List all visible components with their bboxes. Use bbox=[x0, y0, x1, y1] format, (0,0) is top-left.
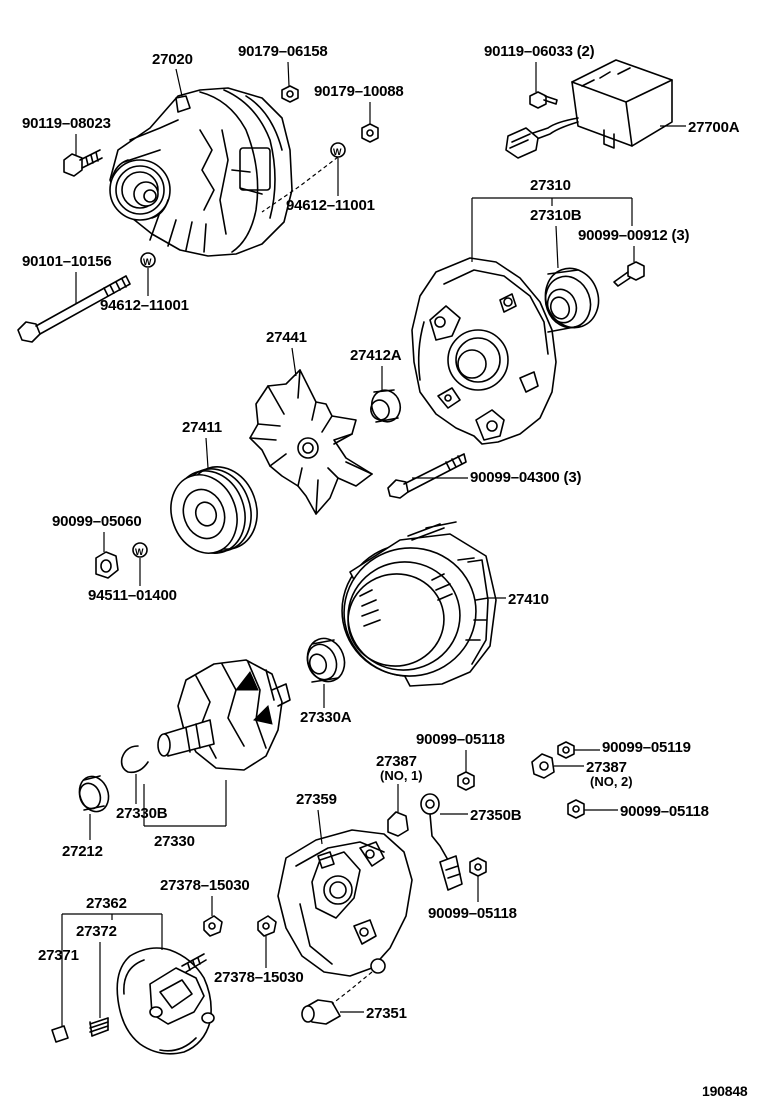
label-27378-15030-a: 27378–15030 bbox=[160, 877, 250, 894]
label-90119-06033: 90119–06033 (2) bbox=[484, 43, 595, 60]
label-27310: 27310 bbox=[530, 177, 571, 194]
insulator-27387-no1 bbox=[387, 811, 409, 837]
fan-27441 bbox=[249, 369, 373, 515]
label-27362: 27362 bbox=[86, 895, 127, 912]
bolt-90119-08023 bbox=[63, 149, 103, 177]
label-27330: 27330 bbox=[154, 833, 195, 850]
diagram-id: 190848 bbox=[702, 1083, 748, 1099]
svg-text:W: W bbox=[135, 547, 144, 557]
rectifier-end-frame-27359 bbox=[277, 829, 413, 977]
label-27350B: 27350B bbox=[470, 807, 522, 824]
label-90099-05119: 90099–05119 bbox=[602, 739, 691, 756]
label-90099-05060: 90099–05060 bbox=[52, 513, 142, 530]
label-90099-05118-b: 90099–05118 bbox=[620, 803, 709, 820]
label-27387-no2-note: (NO, 2) bbox=[590, 774, 633, 789]
label-94612-11001-b: 94612–11001 bbox=[100, 297, 189, 314]
bolt-90101-10156 bbox=[17, 275, 131, 343]
washer-94612-11001-b: W bbox=[140, 252, 156, 268]
svg-text:W: W bbox=[143, 257, 152, 267]
alternator-assembly bbox=[109, 87, 293, 257]
label-27410: 27410 bbox=[508, 591, 549, 608]
insulator-27387-no2 bbox=[531, 753, 555, 779]
label-27330B: 27330B bbox=[116, 805, 168, 822]
label-27359: 27359 bbox=[296, 791, 337, 808]
nut-90099-05119 bbox=[557, 741, 575, 759]
svg-text:W: W bbox=[333, 147, 342, 157]
label-27020: 27020 bbox=[152, 51, 193, 68]
nut-90099-05118-a bbox=[457, 771, 475, 791]
label-27700A: 27700A bbox=[688, 119, 740, 136]
nut-90179-06158 bbox=[281, 85, 299, 103]
label-94511-01400: 94511–01400 bbox=[88, 587, 177, 604]
insulator-27378-15030-a bbox=[203, 915, 223, 937]
nut-90099-05118-c bbox=[469, 857, 487, 877]
nut-90099-05060 bbox=[95, 551, 119, 579]
label-90099-00912: 90099–00912 (3) bbox=[578, 227, 689, 244]
spacer-27412A bbox=[370, 389, 402, 423]
brush-holder-27362 bbox=[116, 947, 215, 1055]
label-27387-no2: 27387 bbox=[586, 759, 627, 776]
label-27412A: 27412A bbox=[350, 347, 402, 364]
drive-end-frame-27310 bbox=[411, 257, 557, 445]
bearing-27310B bbox=[544, 267, 600, 333]
label-27387-no1-note: (NO, 1) bbox=[380, 768, 423, 783]
bushing-27351 bbox=[301, 999, 341, 1025]
label-90179-06158: 90179–06158 bbox=[238, 43, 328, 60]
insulator-27378-15030-b bbox=[257, 915, 277, 937]
regulator-27700A bbox=[505, 59, 673, 159]
stator-27410 bbox=[341, 521, 497, 687]
screw-90099-00912 bbox=[613, 261, 645, 287]
label-27212: 27212 bbox=[62, 843, 103, 860]
label-90099-04300: 90099–04300 (3) bbox=[470, 469, 581, 486]
seal-27212 bbox=[78, 775, 110, 813]
nut-90099-05118-b bbox=[567, 799, 585, 819]
spring-27372 bbox=[89, 1017, 109, 1037]
label-27371: 27371 bbox=[38, 947, 79, 964]
label-90101-10156: 90101–10156 bbox=[22, 253, 112, 270]
label-27387-no1: 27387 bbox=[376, 753, 417, 770]
label-27351: 27351 bbox=[366, 1005, 407, 1022]
screw-90119-06033 bbox=[529, 91, 558, 109]
snap-ring-27330B bbox=[120, 745, 149, 774]
washer-94511-01400: W bbox=[132, 542, 148, 558]
brush-27371 bbox=[51, 1025, 69, 1043]
label-27378-15030-b: 27378–15030 bbox=[214, 969, 304, 986]
bearing-27330A bbox=[306, 637, 346, 683]
bolt-90099-04300 bbox=[387, 453, 467, 499]
label-27441: 27441 bbox=[266, 329, 307, 346]
label-27330A: 27330A bbox=[300, 709, 352, 726]
label-90099-05118-c: 90099–05118 bbox=[428, 905, 517, 922]
label-27411: 27411 bbox=[182, 419, 222, 436]
label-90119-08023: 90119–08023 bbox=[22, 115, 111, 132]
nut-90179-10088 bbox=[361, 123, 379, 143]
pulley-27411 bbox=[170, 466, 258, 554]
rotor-27330 bbox=[157, 659, 291, 771]
label-90099-05118-a: 90099–05118 bbox=[416, 731, 505, 748]
label-90179-10088: 90179–10088 bbox=[314, 83, 404, 100]
label-94612-11001-a: 94612–11001 bbox=[286, 197, 375, 214]
label-27372: 27372 bbox=[76, 923, 117, 940]
label-27310B: 27310B bbox=[530, 207, 582, 224]
washer-94612-11001-a: W bbox=[330, 142, 346, 158]
terminal-27350B bbox=[420, 793, 463, 891]
